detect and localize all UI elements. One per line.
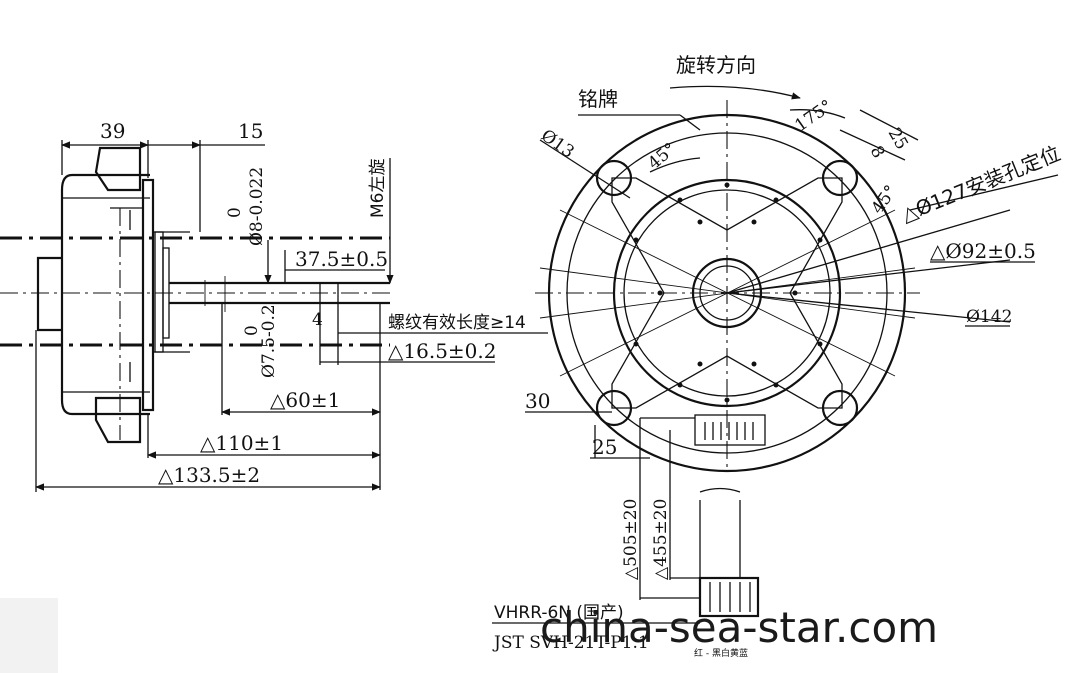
pattern-dots xyxy=(633,182,823,403)
dim-25-bottom: 25 xyxy=(592,435,617,459)
dim-37-5: 37.5±0.5 xyxy=(295,247,388,271)
front-view: 旋转方向 铭牌 175° 25 8 Ø13 45° 45° △Ø127安装孔定位… xyxy=(525,53,1064,600)
angle-45-left: 45° xyxy=(644,139,680,174)
dim-15: 15 xyxy=(238,119,263,143)
dim-110: △110±1 xyxy=(200,431,283,455)
pcb-pins xyxy=(704,422,754,440)
connector-domestic: VHRR-6N (国产) xyxy=(494,603,624,623)
angle-175: 175° xyxy=(791,96,836,136)
dim-shaft-zero: 0 xyxy=(225,207,245,218)
nameplate-label: 铭牌 xyxy=(578,87,618,111)
side-view: 39 15 Ø8-0.022 0 M6左旋 37.5±0.5 4 螺纹有效长度≥… xyxy=(0,119,548,492)
dim-142: Ø142 xyxy=(966,307,1012,327)
dim-8: 8 xyxy=(866,143,889,162)
dim-16-5: △16.5±0.2 xyxy=(388,339,496,363)
connector-jst: JST SVH-21T-P1.1 xyxy=(492,633,649,653)
dim-25-top: 25 xyxy=(884,125,912,154)
dim-30: 30 xyxy=(525,389,550,413)
connector-pins xyxy=(709,582,751,612)
dim-133-5: △133.5±2 xyxy=(158,463,260,487)
dim-4: 4 xyxy=(312,310,323,330)
dim-60: △60±1 xyxy=(270,388,340,412)
wire-colors: 红 - 黑白黄蓝 xyxy=(694,647,748,659)
thread-spec: M6左旋 xyxy=(368,159,388,218)
dim-13: Ø13 xyxy=(537,126,578,163)
cable-detail: △505±20 △455±20 VHRR-6N (国产) JST SVH-21T… xyxy=(492,487,760,659)
dim-505: △505±20 xyxy=(621,499,641,580)
dim-92: △Ø92±0.5 xyxy=(930,239,1036,263)
dim-127-mounting: △Ø127安装孔定位 xyxy=(898,141,1064,227)
dim-shaft-diameter: Ø8-0.022 xyxy=(247,167,267,246)
dim-455: △455±20 xyxy=(651,499,671,580)
watermark: china-sea-star.com xyxy=(540,603,938,652)
angle-45-right: 45° xyxy=(868,182,902,218)
dim-7-5: Ø7.5-0.2 xyxy=(259,304,279,378)
dim-7-5-zero: 0 xyxy=(242,325,262,336)
corner-block xyxy=(0,598,58,673)
rotation-direction: 旋转方向 xyxy=(676,53,756,77)
dim-39: 39 xyxy=(100,119,125,143)
thread-length: 螺纹有效长度≥14 xyxy=(388,313,526,333)
